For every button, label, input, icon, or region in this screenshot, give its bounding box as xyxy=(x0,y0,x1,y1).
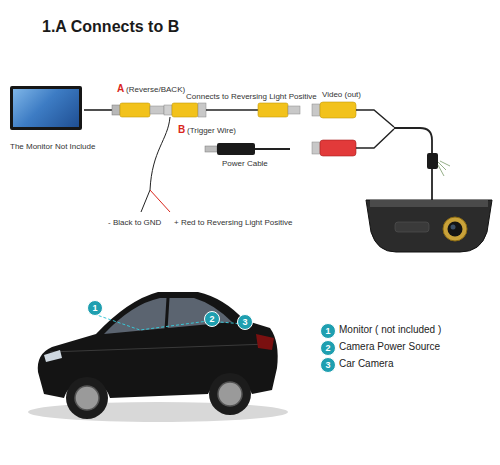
part-name: Camera Power Source xyxy=(339,341,440,353)
camera-wire xyxy=(356,110,394,127)
camera-lens xyxy=(448,222,463,237)
monitor-cable xyxy=(84,109,112,111)
tail-light xyxy=(256,334,274,350)
part-name: Power Cable xyxy=(222,159,268,168)
camera-lens-ring xyxy=(443,217,467,241)
monitor-screen xyxy=(10,86,82,130)
filter-box xyxy=(427,153,438,169)
rca-yellow-female xyxy=(320,102,356,118)
rca-ring xyxy=(198,103,206,117)
rca-sleeve xyxy=(112,105,120,115)
power-cable xyxy=(255,148,290,150)
connector-letter: B xyxy=(178,124,185,136)
camera-housing-top xyxy=(370,200,488,207)
barrel-tip xyxy=(205,146,217,152)
note: Connects to Reversing Light Positive xyxy=(186,92,317,101)
camera-button xyxy=(395,222,429,232)
monitor-caption: The Monitor Not Include xyxy=(10,142,95,151)
camera-cable xyxy=(394,128,432,154)
connector-letter: A xyxy=(117,83,124,95)
callout-number: 3 xyxy=(237,314,253,330)
callout-number: 3 xyxy=(320,357,336,373)
black-wire xyxy=(141,190,150,212)
wire-note: - Black to GND xyxy=(108,218,161,227)
callout-number: 2 xyxy=(204,311,220,327)
rim xyxy=(218,382,242,406)
trigger-wire xyxy=(150,117,170,190)
rim xyxy=(75,386,99,410)
monitor-box: The Monitor Not Include xyxy=(10,86,95,151)
rca-ring xyxy=(312,104,320,116)
callout-number: 1 xyxy=(320,323,336,339)
callout-route xyxy=(94,314,244,330)
video-cable xyxy=(206,109,258,111)
camera-cable xyxy=(431,169,433,202)
loose-wires xyxy=(438,161,450,176)
rca-yellow-plug xyxy=(120,103,150,117)
part-name: Video (out) xyxy=(322,90,361,99)
car-pillar xyxy=(166,298,168,330)
wire-note: + Red to Reversing Light Positive xyxy=(174,218,293,227)
rca-ring xyxy=(164,105,172,115)
car-line xyxy=(50,344,268,352)
wheel xyxy=(66,377,108,419)
rca-yellow-female xyxy=(172,103,198,117)
car-windows xyxy=(104,298,232,334)
head-light xyxy=(44,350,62,362)
car-shadow xyxy=(28,402,288,422)
rca-pin xyxy=(150,106,164,114)
wheel xyxy=(209,373,251,415)
red-wire xyxy=(150,190,170,212)
callout-number: 1 xyxy=(87,300,103,316)
dc-ring xyxy=(312,142,320,154)
diagram-title: 1.A Connects to B xyxy=(42,18,179,36)
part-name: Car Camera xyxy=(339,358,393,370)
signal-name: (Reverse/BACK) xyxy=(126,85,185,94)
rca-yellow-plug xyxy=(258,103,288,117)
callout-number: 2 xyxy=(320,340,336,356)
signal-name: (Trigger Wire) xyxy=(187,126,236,135)
part-name: Monitor ( not included ) xyxy=(339,324,441,336)
red-power-socket xyxy=(320,140,356,156)
rca-pin xyxy=(288,106,300,114)
barrel-plug xyxy=(217,143,255,155)
camera-housing xyxy=(366,200,492,252)
lens-glint xyxy=(451,225,456,230)
camera-wire xyxy=(356,129,394,148)
